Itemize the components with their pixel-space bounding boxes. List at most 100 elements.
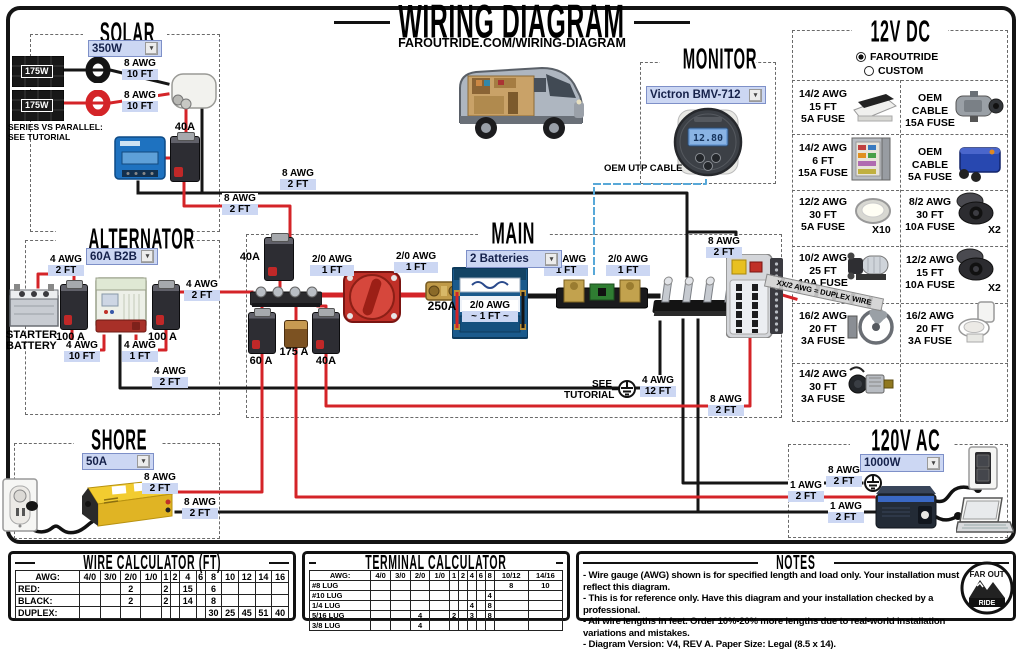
puck-light-qty: X10 — [872, 224, 891, 236]
fridge-icon — [848, 136, 896, 187]
monitor-title: MONITOR — [660, 45, 756, 74]
breaker-60a-label: 60 A — [249, 355, 273, 367]
dc-socket-icon — [950, 190, 1002, 235]
battery-switch[interactable] — [340, 264, 404, 331]
ac-wall-outlet — [968, 446, 998, 495]
radio-unselected-icon[interactable] — [864, 66, 874, 76]
roof-cable-gland — [166, 70, 218, 117]
socket-qty: X2 — [988, 224, 1001, 236]
dc12-grid-divider — [900, 80, 901, 422]
breaker-40a-bottom — [312, 308, 340, 354]
breaker-100a-right-label: 100 A — [148, 331, 177, 343]
radio-custom[interactable]: CUSTOM — [864, 65, 923, 77]
solar-dropdown[interactable]: 350W — [88, 40, 162, 57]
monitor-gauge: 12.80 — [670, 104, 746, 187]
wire-coil-red-icon — [84, 89, 112, 121]
main-dropdown[interactable]: 2 Batteries — [466, 250, 562, 268]
fuse-175a — [284, 320, 308, 348]
inverter — [874, 484, 938, 537]
oem-utp-cable-label: OEM UTP CABLE — [604, 163, 683, 174]
dropdown-arrow-icon[interactable] — [545, 252, 558, 266]
solar-panel-2: 175W — [11, 89, 65, 122]
note-line: - This is for reference only. Have this … — [583, 593, 934, 616]
main-title: MAIN — [478, 218, 548, 248]
svg-text:RIDE: RIDE — [979, 600, 996, 607]
ground-symbol-inverter — [860, 474, 888, 499]
panel-wattage-label: 175W — [21, 99, 53, 112]
alternator-dropdown[interactable]: 60A B2B — [86, 248, 158, 265]
panel-wattage-label: 175W — [21, 65, 53, 78]
breaker-100a-left-label: 100 A — [56, 331, 85, 343]
dropdown-arrow-icon[interactable] — [145, 42, 158, 55]
solar-note: SERIES VS PARALLEL:SEE TUTORIAL — [8, 122, 103, 142]
shore-title: SHORE — [74, 426, 162, 455]
dropdown-arrow-icon[interactable] — [749, 88, 762, 102]
dc12-title: 12V DC — [852, 16, 948, 46]
roof-fan-icon — [850, 86, 898, 131]
ground-symbol-main — [612, 379, 640, 404]
faroutride-logo: FAR OUT RIDE — [959, 560, 1015, 621]
solar-panel-1: 175W — [11, 55, 65, 88]
dropdown-arrow-icon[interactable] — [927, 456, 940, 470]
water-heater-icon — [952, 142, 1004, 189]
negative-busbar — [648, 272, 744, 329]
mppt-controller — [114, 136, 166, 187]
ac120-title: 120V AC — [850, 425, 954, 455]
note-line: - Wire gauge (AWG) shown is for specifie… — [583, 570, 960, 593]
diagram-frame — [6, 6, 1016, 544]
breaker-40a-bottom-label: 40A — [315, 355, 337, 367]
ac120-dropdown[interactable]: 1000W — [860, 454, 944, 472]
radio-faroutride[interactable]: FAROUTRIDE — [856, 51, 938, 63]
starter-battery — [8, 282, 60, 335]
title-flank-right — [634, 21, 690, 24]
shore-dropdown[interactable]: 50A — [82, 453, 154, 470]
wire-label-battery-jumper: 2/0 AWG~ 1 FT ~ — [462, 300, 518, 322]
notes-box: NOTES - Wire gauge (AWG) shown is for sp… — [576, 551, 1016, 650]
laptop — [955, 496, 1016, 543]
solar-breaker — [170, 132, 200, 182]
water-pump-icon — [846, 248, 896, 293]
wire-calculator-title: WIRE CALCULATOR (FT) — [15, 551, 289, 573]
dropdown-arrow-icon[interactable] — [141, 250, 154, 263]
radio-selected-icon[interactable] — [856, 52, 866, 62]
dropdown-arrow-icon[interactable] — [137, 455, 150, 468]
fuse-block — [725, 253, 784, 343]
monitor-dropdown[interactable]: Victron BMV-712 — [646, 86, 766, 104]
gas-valve-icon — [846, 362, 898, 407]
svg-text:FAR OUT: FAR OUT — [969, 570, 1004, 579]
terminal-calculator-title: TERMINAL CALCULATOR — [309, 551, 563, 573]
alternator-breaker-right — [152, 280, 180, 330]
vent-fan-icon — [846, 306, 898, 353]
toilet-icon — [952, 300, 1000, 353]
breaker-60a — [248, 308, 276, 354]
note-line: - Diagram Version: V4, REV A. Paper Size… — [583, 639, 836, 650]
socket-qty: X2 — [988, 282, 1001, 294]
wire-coil-black-icon — [84, 56, 112, 88]
title-flank-left — [334, 21, 390, 24]
